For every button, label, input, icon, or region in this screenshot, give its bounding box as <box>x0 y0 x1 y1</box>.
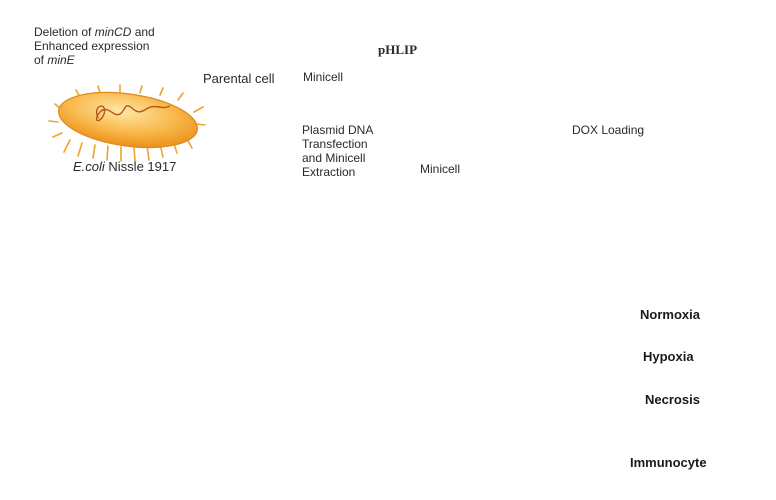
legend-immunocyte: Immunocyte <box>630 455 707 470</box>
ecoli-bacterium <box>48 84 206 162</box>
transfection-step-label: Plasmid DNA Transfection and Minicell Ex… <box>302 123 374 179</box>
minicell-label: Minicell <box>420 162 461 176</box>
dox-loading-label: DOX Loading <box>572 123 645 137</box>
legend-necrosis: Necrosis <box>645 392 700 407</box>
parental-cell-label: Parental cell <box>203 71 275 86</box>
strain-label: E.coli Nissle 1917 <box>73 159 177 174</box>
minicell-bud-label: Minicell <box>303 70 344 84</box>
engineering-step-label: Deletion of minCD and Enhanced expressio… <box>34 25 155 67</box>
phlip-label: pHLIP <box>378 42 418 57</box>
legend-normoxia: Normoxia <box>640 307 700 322</box>
legend-hypoxia: Hypoxia <box>643 349 694 364</box>
